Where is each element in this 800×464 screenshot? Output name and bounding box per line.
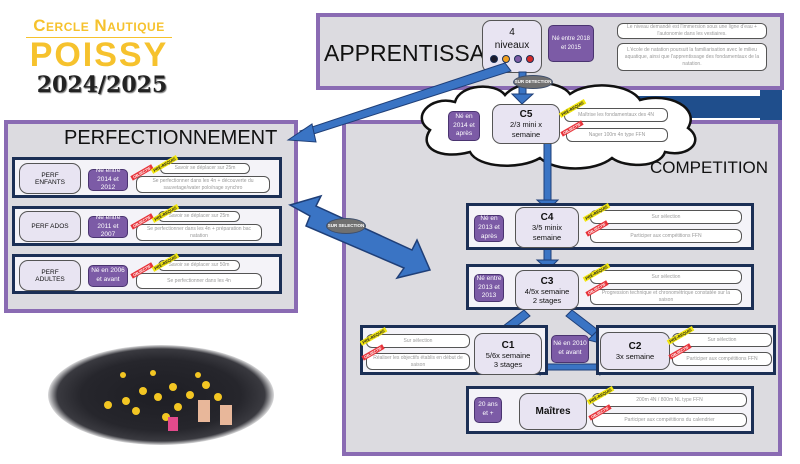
c1-card: C1 5/6x semaine 3 stages (474, 333, 542, 375)
level-dot-red (526, 55, 534, 63)
perf-adultes-age: Né en 2006 et avant (88, 265, 128, 287)
team-photo (48, 345, 274, 445)
c3-objective: Progression technique et chronométrique … (590, 289, 742, 305)
masters-objective: Participer aux compétitions du calendrie… (592, 413, 747, 427)
c1-c2-age: Né en 2010 et avant (551, 335, 589, 363)
perf-enfants-card: PERF ENFANTS (19, 163, 81, 194)
c1-extra: 3 stages (493, 359, 523, 369)
masters-prereq: 200m 4N / 800m NL type FFN (592, 393, 747, 407)
c2-freq: 3x semaine (615, 352, 655, 361)
c4-card: C4 3/5 minix semaine (515, 207, 579, 248)
perf-enfants-objective: Se perfectionner dans les 4n + découvert… (136, 176, 270, 193)
c5-age: Né en 2014 et après (448, 111, 480, 141)
c3-card: C3 4/5x semaine 2 stages (515, 270, 579, 310)
perf-enfants-age: Né entre 2014 et 2012 (88, 167, 128, 191)
c4-name: C4 (540, 212, 554, 224)
apprentissage-info-1: Le niveau demandé est l'immersion sous u… (617, 23, 767, 39)
season-label: 2024/2025 (36, 72, 168, 98)
c2-card: C2 3x semaine (600, 332, 670, 370)
arrow-apprentissage-to-perfectionnement (286, 62, 512, 143)
logo-club-name: Cercle Nautique (26, 16, 172, 38)
levels-count: 4 (509, 27, 515, 38)
level-dot-black (490, 55, 498, 63)
c3-age: Né entre 2013 et 2013 (474, 274, 504, 302)
masters-age: 20 ans et + (474, 397, 502, 423)
c5-objective: Nager 100m 4n type FFN (566, 128, 668, 142)
perf-ados-age: Né entre 2011 et 2007 (88, 214, 128, 238)
arrow-perfectionnement-competition (288, 194, 432, 280)
level-dot-purple (514, 55, 522, 63)
competition-title: COMPETITION (650, 158, 769, 177)
c4-objective: Participer aux compétitions FFN (590, 229, 742, 243)
perf-ados-card: PERF ADOS (19, 211, 81, 242)
c3-prereq: Sur sélection (590, 270, 742, 284)
c4-prereq: Sur sélection (590, 210, 742, 224)
c3-freq: 4/5x semaine (524, 286, 570, 296)
c3-name: C3 (540, 275, 554, 287)
level-dot-orange (502, 55, 510, 63)
level-dots (488, 54, 536, 67)
c4-freq: 3/5 minix semaine (531, 223, 562, 242)
perf-adultes-objective: Se perfectionner dans les 4n (136, 273, 262, 289)
c5-freq: 2/3 mini x semaine (509, 119, 543, 139)
c2-prereq: Sur sélection (672, 333, 772, 347)
c5-card: C5 2/3 mini x semaine (492, 104, 560, 144)
c2-name: C2 (628, 341, 642, 352)
sur-detection-oval: SUR DETECTION (513, 75, 553, 89)
sur-selection-oval: SUR SELECTION (326, 218, 366, 234)
levels-label: niveaux (494, 40, 530, 51)
apprentissage-age-badge: Né entre 2018 et 2015 (548, 25, 594, 62)
c1-name: C1 (501, 339, 515, 351)
logo-city: POISSY (29, 36, 169, 74)
c3-extra: 2 stages (532, 295, 562, 305)
c5-name: C5 (519, 108, 533, 120)
perf-ados-objective: Se perfectionner dans les 4n + préparati… (136, 224, 262, 241)
c1-objective: Réaliser les objectifs établis en début … (366, 353, 470, 370)
perf-adultes-card: PERF ADULTES (19, 260, 81, 291)
c4-age: Né en 2013 et après (474, 215, 504, 242)
apprentissage-info-2: L'école de natation poursuit la familiar… (617, 43, 767, 71)
c2-objective: Participer aux compétitions FFN (672, 352, 772, 366)
masters-card: Maîtres (519, 393, 587, 430)
apprentissage-levels-card: 4 niveaux (482, 20, 542, 73)
team-photo-swimmer-caps (104, 370, 232, 431)
c1-freq: 5/6x semaine (485, 350, 531, 360)
perfectionnement-title: PERFECTIONNEMENT (64, 127, 278, 149)
